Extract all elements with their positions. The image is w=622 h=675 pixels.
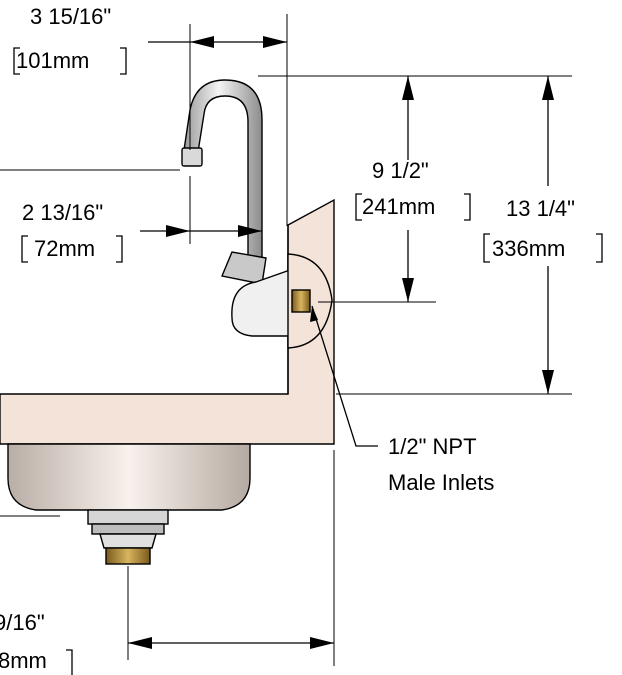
dim-bowl-offset-imperial: 9/16" — [0, 610, 45, 635]
dim-bowl-offset: 9/16" 8mm — [0, 610, 334, 675]
dim-overall-height-imperial: 13 1/4" — [506, 196, 575, 221]
dim-spout-height-imperial: 9 1/2" — [372, 158, 429, 183]
handle — [221, 251, 267, 285]
sink-bowl — [0, 443, 251, 660]
dim-spout-reach: 3 15/16" 101mm — [13, 4, 287, 75]
extension-lines — [0, 14, 572, 666]
dim-spout-reach-imperial: 3 15/16" — [30, 4, 111, 29]
callout-line-2: Male Inlets — [388, 470, 494, 495]
aerator — [181, 147, 203, 167]
dim-spout-height-metric: 241mm — [362, 194, 435, 219]
inlet-callout: 1/2" NPT Male Inlets — [310, 305, 494, 495]
dim-spout-offset-imperial: 2 13/16" — [22, 200, 103, 225]
dim-bowl-offset-metric: 8mm — [0, 648, 47, 673]
dim-overall-height: 13 1/4" 336mm — [483, 76, 603, 394]
drain-brass-nut — [105, 547, 151, 565]
dim-overall-height-metric: 336mm — [492, 236, 565, 261]
faucet — [181, 79, 333, 349]
callout-line-1: 1/2" NPT — [388, 434, 477, 459]
drain-strainer — [87, 509, 169, 525]
gooseneck-spout — [183, 79, 263, 281]
dim-spout-height: 9 1/2" 241mm — [355, 76, 471, 302]
dim-spout-offset-metric: 72mm — [34, 236, 95, 261]
inlet-fitting — [291, 289, 311, 313]
dim-spout-reach-metric: 101mm — [16, 48, 89, 73]
dim-spout-offset: 2 13/16" 72mm — [21, 200, 262, 263]
